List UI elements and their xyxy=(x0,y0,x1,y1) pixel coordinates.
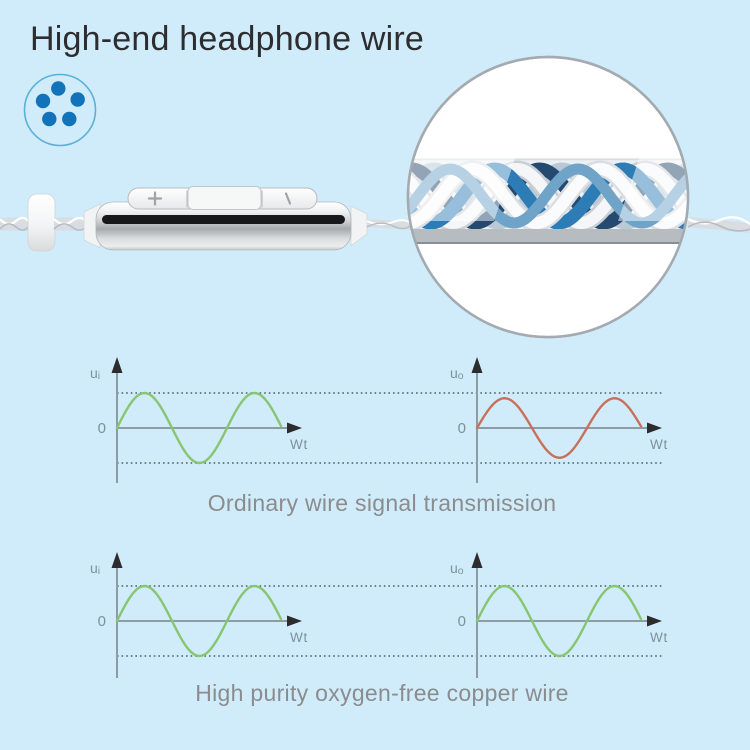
cable-right-segment xyxy=(687,216,750,233)
signal-plot: ui 0Wt xyxy=(90,357,308,483)
signal-plot: ui 0Wt xyxy=(90,552,308,678)
remote-right-strain-relief xyxy=(350,205,368,247)
origin-label: 0 xyxy=(458,613,466,630)
remote-center-button[interactable] xyxy=(187,186,262,210)
x-axis-arrow xyxy=(647,422,662,434)
jacket-haze-left xyxy=(409,156,516,221)
signal-chart-copper-wire: ui 0Wt uo 0Wt xyxy=(90,552,668,678)
sine-wave xyxy=(475,584,643,658)
cable-left-segment xyxy=(0,216,31,231)
y-axis-label: ui xyxy=(90,560,100,577)
x-axis-label: Wt xyxy=(290,437,308,452)
sine-wave xyxy=(115,584,283,658)
x-axis-arrow xyxy=(287,422,302,434)
signal-plot: uo 0Wt xyxy=(450,357,668,483)
y-axis-arrow xyxy=(111,552,123,568)
cable-mid-segment xyxy=(53,216,89,231)
wire-bundle-icon xyxy=(23,73,97,147)
y-axis-label: uo xyxy=(450,365,464,382)
chart-caption: High purity oxygen-free copper wire xyxy=(195,680,569,706)
y-axis-arrow xyxy=(471,552,483,568)
cable-to-lens-segment xyxy=(366,219,413,230)
page-title: High-end headphone wire xyxy=(30,20,424,58)
x-axis-arrow xyxy=(647,615,662,627)
y-axis-label: ui xyxy=(90,365,100,382)
y-axis-arrow xyxy=(111,357,123,373)
inline-remote xyxy=(83,186,368,251)
y-axis-label: uo xyxy=(450,560,464,577)
origin-label: 0 xyxy=(98,420,106,437)
signal-chart-ordinary-wire: ui 0Wt uo 0Wt xyxy=(90,357,668,483)
sine-wave xyxy=(115,391,283,465)
x-axis-label: Wt xyxy=(650,630,668,645)
icon-dots xyxy=(35,81,85,127)
product-photo xyxy=(0,55,750,339)
signal-plot: uo 0Wt xyxy=(450,552,668,678)
remote-left-strain-relief xyxy=(83,203,101,249)
magnifier-ring xyxy=(406,55,690,339)
jacket-haze-right xyxy=(618,156,687,221)
cable-slider-bead xyxy=(27,193,56,252)
origin-label: 0 xyxy=(98,613,106,630)
chart-caption: Ordinary wire signal transmission xyxy=(207,490,557,516)
x-axis-label: Wt xyxy=(650,437,668,452)
sine-wave xyxy=(475,397,643,459)
x-axis-label: Wt xyxy=(290,630,308,645)
x-axis-arrow xyxy=(287,615,302,627)
origin-label: 0 xyxy=(458,420,466,437)
y-axis-arrow xyxy=(471,357,483,373)
magnified-twisted-wires xyxy=(409,156,687,336)
volume-down-icon[interactable] xyxy=(284,192,292,205)
volume-up-icon[interactable] xyxy=(147,191,163,206)
remote-reflection-stripe xyxy=(102,215,345,224)
icon-ring xyxy=(23,73,97,147)
jacket-bottom-bar xyxy=(409,229,687,242)
